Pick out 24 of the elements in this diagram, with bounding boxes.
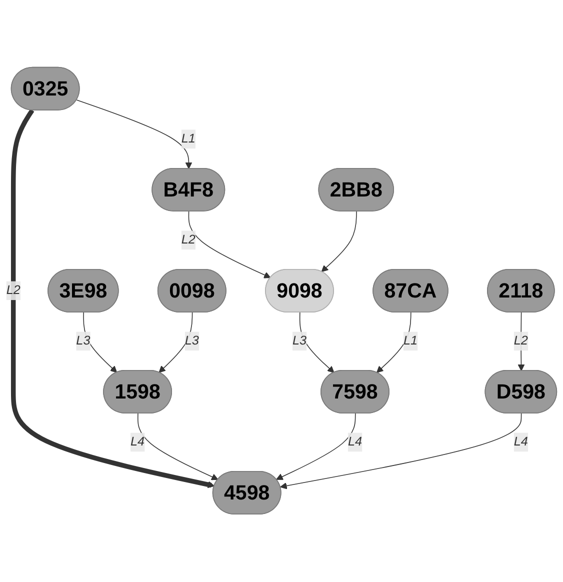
network-diagram: L1 L2 L2 L3 L3 L3 L1 L2 L4 L4 L4 0325 B4F8 2BB8 3E98 0098 9098 87CA 2118 1598 7598 D598 4598: [0, 61, 563, 521]
arrow: [158, 312, 193, 374]
edge-label: L3: [76, 334, 90, 348]
arrow: [10, 109, 215, 488]
arrow: [83, 312, 118, 374]
arrow: [76, 100, 192, 170]
arrow: [299, 312, 334, 374]
edge-label: L2: [514, 334, 528, 348]
arrow: [376, 312, 412, 374]
arrow: [188, 211, 271, 279]
arrow: [518, 312, 525, 372]
edge-label: L3: [184, 334, 199, 348]
edge-label: L3: [292, 334, 307, 348]
arrow: [280, 413, 522, 490]
edge-label: L1: [181, 132, 196, 146]
edge-label: L1: [403, 334, 418, 348]
arrow: [276, 413, 356, 480]
edge-label: L4: [130, 435, 145, 449]
arrow: [137, 413, 218, 480]
edge-label: L4: [514, 435, 528, 449]
edge-label: L2: [181, 233, 196, 247]
arrow: [321, 211, 357, 272]
edge-label: L2: [6, 284, 20, 298]
edge-label: L4: [348, 435, 362, 449]
